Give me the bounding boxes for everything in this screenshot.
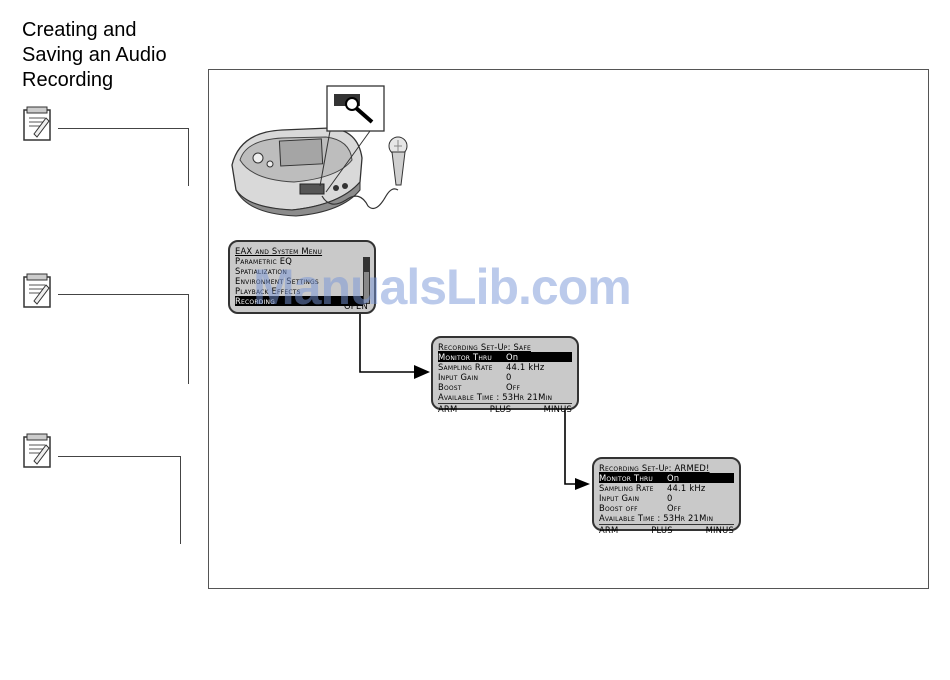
note-leader-drop [180,456,181,544]
section-title: Creating and Saving an Audio Recording [22,18,202,93]
menu-item-parametric-eq[interactable]: Parametric EQ [235,256,293,266]
armed-available-time: Available Time : 53Hr 21Min [599,513,714,523]
note-marker-3 [22,433,192,547]
row-value: 44.1 kHz [506,362,545,372]
note-leader-line [58,294,188,295]
safe-row-sampling-rate[interactable]: Sampling Rate 44.1 kHz [438,362,572,372]
armed-row-sampling-rate[interactable]: Sampling Rate 44.1 kHz [599,483,734,493]
safe-screen-title: Recording Set-Up: Safe [438,342,531,352]
arm-softkey[interactable]: ARM [438,404,458,414]
row-label: Input Gain [599,493,640,503]
illustration-frame [208,69,929,589]
safe-row-boost[interactable]: Boost Off [438,382,572,392]
row-value: 0 [506,372,512,382]
safe-row-monitor-thru[interactable]: Monitor Thru On [438,352,572,362]
open-softkey[interactable]: OPEN [344,301,368,311]
plus-softkey[interactable]: PLUS [489,404,512,414]
section-title-line-3: Recording [22,69,114,91]
note-leader-line [58,456,180,457]
armed-softkeys: ARM PLUS MINUS [599,524,734,535]
row-label: Monitor Thru [599,473,654,483]
row-label: Monitor Thru [438,352,493,362]
menu-scrollbar[interactable] [363,257,370,304]
menu-item-recording[interactable]: Recording [235,296,363,306]
row-label: Input Gain [438,372,479,382]
note-marker-2 [22,273,192,387]
notepad-icon [23,273,51,308]
section-title-line-1: Creating and [22,19,137,41]
note-leader-drop [188,128,189,186]
minus-softkey[interactable]: MINUS [705,525,734,535]
row-label: Boost off [599,503,638,513]
armed-row-input-gain[interactable]: Input Gain 0 [599,493,734,503]
menu-screen-title: EAX and System Menu [235,246,323,256]
notepad-icon [23,433,51,468]
row-value: Off [667,503,682,513]
plus-softkey[interactable]: PLUS [651,525,673,535]
safe-row-input-gain[interactable]: Input Gain 0 [438,372,572,382]
minus-softkey[interactable]: MINUS [543,404,572,414]
recording-setup-safe-screen: Recording Set-Up: Safe Monitor Thru On Sa… [431,336,579,414]
note-leader-line [58,128,188,129]
row-value: On [667,473,680,483]
eax-system-menu-screen: EAX and System Menu Parametric EQ Spatia… [228,240,376,314]
safe-available-time: Available Time : 53Hr 21Min [438,392,553,402]
menu-item-environment-settings[interactable]: Environment Settings [235,276,319,286]
arm-softkey[interactable]: ARM [599,525,619,535]
notepad-icon [23,106,51,141]
armed-row-monitor-thru[interactable]: Monitor Thru On [599,473,734,483]
row-value: 44.1 kHz [667,483,706,493]
row-value: 0 [667,493,673,503]
note-marker-1 [22,106,192,190]
menu-scroll-thumb[interactable] [364,258,369,272]
menu-item-playback-effects[interactable]: Playback Effects [235,286,301,296]
row-label: Boost [438,382,462,392]
watermark-text: ManualsLib.com [253,259,632,315]
row-value: On [506,352,519,362]
row-value: Off [506,382,521,392]
safe-softkeys: ARM PLUS MINUS [438,403,572,414]
menu-item-spatialization[interactable]: Spatialization [235,266,288,276]
armed-screen-title: Recording Set-Up: ARMED! [599,463,710,473]
section-title-line-2: Saving an Audio [22,44,167,66]
row-label: Sampling Rate [438,362,493,372]
row-label: Sampling Rate [599,483,654,493]
note-leader-drop [188,294,189,384]
armed-row-boost[interactable]: Boost off Off [599,503,734,513]
